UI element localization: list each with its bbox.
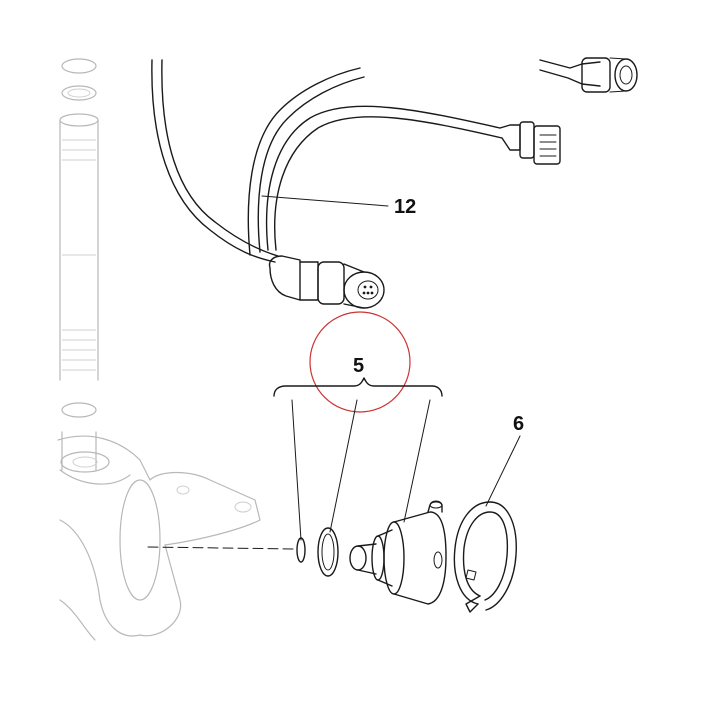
callout-label-6: 6 (513, 413, 524, 435)
leader-line-5-b (329, 399, 358, 533)
ghost-housing (57, 435, 261, 641)
retaining-ring (453, 501, 517, 613)
cable-harness (151, 57, 638, 309)
leader-line-5-a (291, 399, 302, 541)
leader-line-12 (261, 195, 389, 207)
leader-line-5-c (403, 399, 431, 523)
callout-label-12: 12 (394, 196, 416, 218)
callout-label-5: 5 (353, 355, 364, 377)
highlight-circle (309, 311, 411, 413)
leader-line-6 (485, 435, 521, 507)
kit-bracket (273, 377, 443, 397)
kit-parts (147, 500, 447, 605)
ghost-shaft-assembly (59, 58, 99, 471)
